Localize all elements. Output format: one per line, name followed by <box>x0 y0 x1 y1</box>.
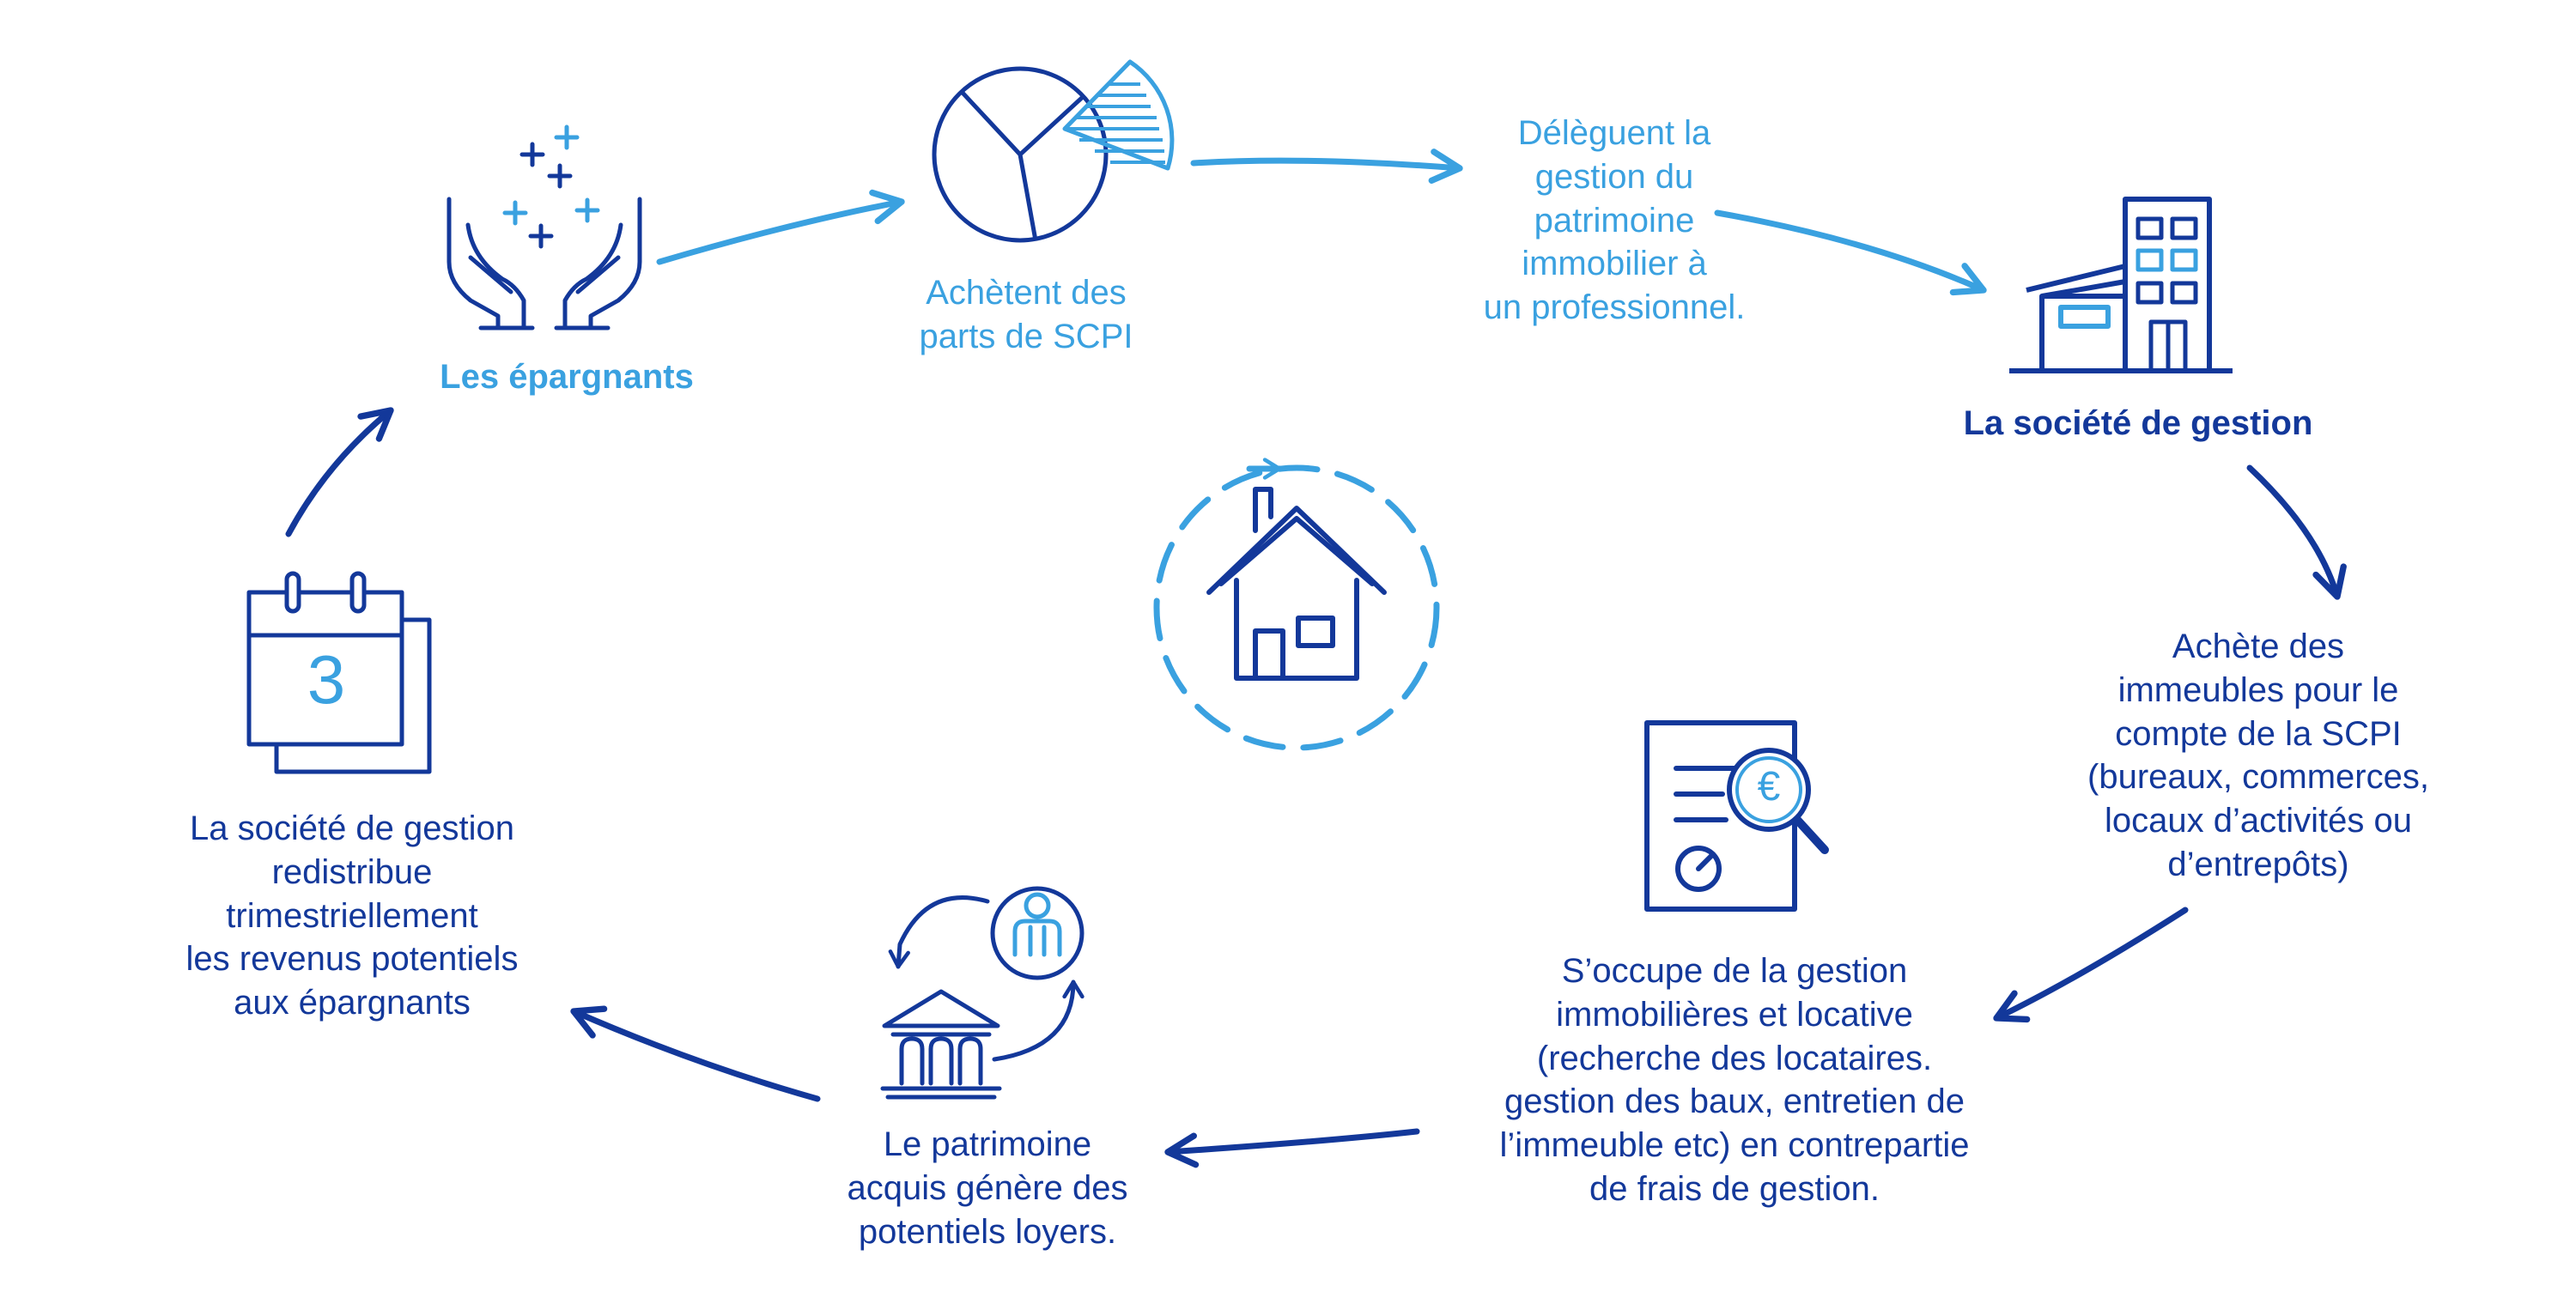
arrow-epargnants-to-parts <box>656 189 905 265</box>
arrow-delegation-to-societe <box>1714 209 1987 296</box>
hands-with-plus-icon <box>447 124 642 331</box>
text-line: (bureaux, commerces, <box>2087 758 2429 797</box>
arrow-societe-to-achat <box>2246 464 2347 600</box>
bank-person-cycle-icon <box>880 886 1084 1100</box>
arrow-gestion-to-loyers <box>1164 1128 1420 1168</box>
text-line: compte de la SCPI <box>2115 714 2402 753</box>
text-line: S’occupe de la gestion <box>1561 952 1908 990</box>
node-text-redistribution: La société de gestion redistribue trimes… <box>112 807 592 1025</box>
text-line: les revenus potentiels <box>185 940 519 979</box>
text-line: potentiels loyers. <box>858 1212 1117 1251</box>
text-line: parts de SCPI <box>919 317 1133 355</box>
text-line: Achète des <box>2172 628 2345 665</box>
text-line: immeubles pour le <box>2117 670 2399 709</box>
text-line: trimestriellement <box>226 896 478 935</box>
text-line: d’entrepôts) <box>2167 845 2349 883</box>
arrow-achat-to-gestion <box>1993 907 2189 1023</box>
arrow-loyers-to-redistribution <box>570 1005 821 1102</box>
euro-symbol: € <box>1757 764 1781 810</box>
text-line: La société de gestion <box>189 810 515 847</box>
text-line: immobilier à <box>1522 245 1707 283</box>
node-title-epargnants: Les épargnants <box>440 358 694 396</box>
cycle-arrows <box>285 149 2347 1168</box>
calendar-day-number: 3 <box>307 641 346 718</box>
node-title-societe: La société de gestion <box>1963 404 2313 442</box>
text-line: Achètent des <box>926 274 1127 312</box>
node-text-achat-parts: Achètent des parts de SCPI <box>841 271 1211 359</box>
arrow-redistribution-to-epargnants <box>285 407 394 537</box>
text-line: patrimoine <box>1534 201 1695 240</box>
text-line: gestion du <box>1534 157 1694 196</box>
calendar-icon <box>246 571 432 774</box>
text-line: gestion des baux, entretien de <box>1504 1083 1965 1121</box>
pie-chart-icon <box>932 59 1175 243</box>
node-text-loyers: Le patrimoine acquis génère des potentie… <box>773 1123 1202 1253</box>
text-line: l’immeuble etc) en contrepartie <box>1499 1126 1970 1165</box>
text-line: (recherche des locataires. <box>1536 1039 1933 1077</box>
text-line: redistribue <box>271 852 433 891</box>
text-line: acquis génère des <box>847 1168 1128 1207</box>
text-line: un professionnel. <box>1483 288 1746 327</box>
document-euro-magnifier-icon <box>1644 720 1829 912</box>
house-refresh-icon <box>1153 458 1440 751</box>
text-line: Délèguent la <box>1517 114 1711 152</box>
node-text-delegation: Délèguent la gestion du patrimoine immob… <box>1425 112 1803 330</box>
text-line: locaux d’activités ou <box>2105 802 2412 840</box>
node-text-gestion: S’occupe de la gestion immobilières et l… <box>1425 949 2044 1211</box>
node-text-achat-immeubles: Achète des immeubles pour le compte de l… <box>2001 625 2516 887</box>
text-line: de frais de gestion. <box>1589 1169 1880 1208</box>
text-line: immobilières et locative <box>1556 995 1913 1034</box>
text-line: Le patrimoine <box>883 1125 1092 1163</box>
office-building-icon <box>2009 197 2233 373</box>
arrow-parts-to-delegation <box>1190 149 1463 184</box>
text-line: aux épargnants <box>234 984 471 1022</box>
